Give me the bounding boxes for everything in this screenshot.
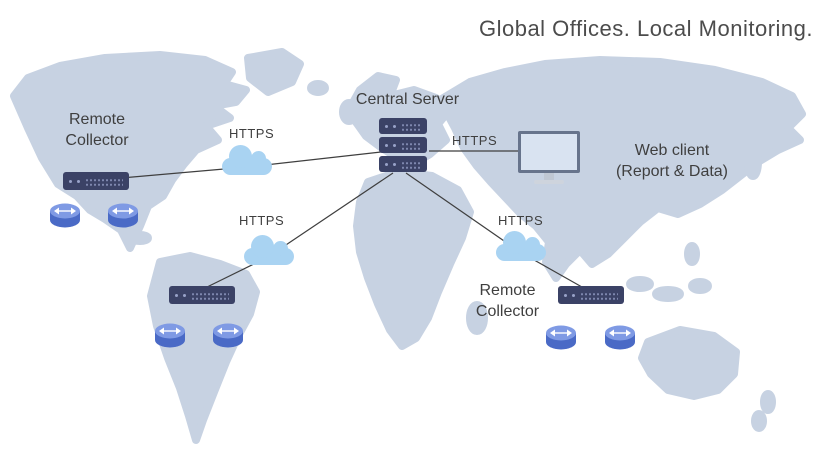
landmass-asia bbox=[436, 56, 806, 282]
monitor-screen bbox=[518, 131, 580, 173]
https-label-sa: HTTPS bbox=[239, 213, 285, 228]
line-server-to-sa-collector bbox=[202, 172, 394, 290]
led-icon bbox=[385, 143, 388, 147]
server-vents bbox=[401, 140, 421, 150]
router-icon bbox=[213, 323, 243, 348]
island-indonesia-3 bbox=[688, 278, 712, 294]
landmass-greenland bbox=[244, 48, 304, 96]
monitor-base bbox=[534, 180, 564, 184]
cloud-icon-asia bbox=[496, 231, 546, 261]
central-server-label: Central Server bbox=[355, 91, 460, 108]
na-collector-icon bbox=[63, 172, 129, 190]
server-vents bbox=[401, 121, 421, 131]
server-vents bbox=[85, 176, 123, 186]
landmass-north-america bbox=[10, 51, 250, 252]
island-cuba bbox=[128, 231, 152, 245]
cloud-icon-na bbox=[222, 145, 272, 175]
landmass-australia bbox=[638, 326, 740, 400]
asia-collector-label: Remote Collector bbox=[475, 282, 540, 320]
router-icon bbox=[108, 203, 138, 228]
web-client-label-line1: Web client bbox=[634, 142, 710, 159]
server-vents bbox=[580, 290, 618, 300]
led-icon bbox=[175, 293, 178, 297]
server-unit bbox=[379, 156, 427, 172]
led-icon bbox=[69, 179, 72, 183]
island-new-zealand-2 bbox=[751, 410, 767, 432]
page-title: Global Offices. Local Monitoring. bbox=[478, 16, 813, 41]
led-icon bbox=[393, 143, 396, 147]
island-iceland bbox=[307, 80, 329, 96]
island-uk bbox=[339, 99, 359, 125]
cloud-icon-sa bbox=[244, 235, 294, 265]
monitor-neck bbox=[544, 173, 554, 180]
https-label-web: HTTPS bbox=[452, 133, 498, 148]
server-vents bbox=[191, 290, 229, 300]
led-icon bbox=[564, 293, 567, 297]
router-icon bbox=[546, 325, 576, 350]
server-vents bbox=[401, 159, 421, 169]
server-unit bbox=[379, 118, 427, 134]
web-client-label-line2: (Report & Data) bbox=[615, 162, 729, 180]
island-indonesia-1 bbox=[626, 276, 654, 292]
led-icon bbox=[572, 293, 575, 297]
central-server-icon bbox=[379, 118, 427, 172]
led-icon bbox=[393, 162, 396, 166]
led-icon bbox=[385, 124, 388, 128]
landmass-africa bbox=[353, 168, 474, 350]
router-icon bbox=[50, 203, 80, 228]
led-icon bbox=[77, 179, 80, 183]
island-indonesia-2 bbox=[652, 286, 684, 302]
island-philippines bbox=[684, 242, 700, 266]
monitor-icon bbox=[518, 131, 580, 184]
island-madagascar bbox=[466, 301, 488, 335]
asia-collector-icon bbox=[558, 286, 624, 304]
router-icon bbox=[155, 323, 185, 348]
led-icon bbox=[183, 293, 186, 297]
https-label-na: HTTPS bbox=[229, 126, 275, 141]
https-label-asia: HTTPS bbox=[498, 213, 544, 228]
led-icon bbox=[385, 162, 388, 166]
island-japan bbox=[744, 144, 762, 180]
server-unit bbox=[379, 137, 427, 153]
router-icon bbox=[605, 325, 635, 350]
web-client-label: Web client (Report & Data) bbox=[592, 141, 752, 183]
island-new-zealand-1 bbox=[760, 390, 776, 414]
line-server-to-asia-collector bbox=[405, 172, 590, 292]
sa-collector-icon bbox=[169, 286, 235, 304]
na-collector-label: Remote Collector bbox=[65, 111, 129, 149]
led-icon bbox=[393, 124, 396, 128]
